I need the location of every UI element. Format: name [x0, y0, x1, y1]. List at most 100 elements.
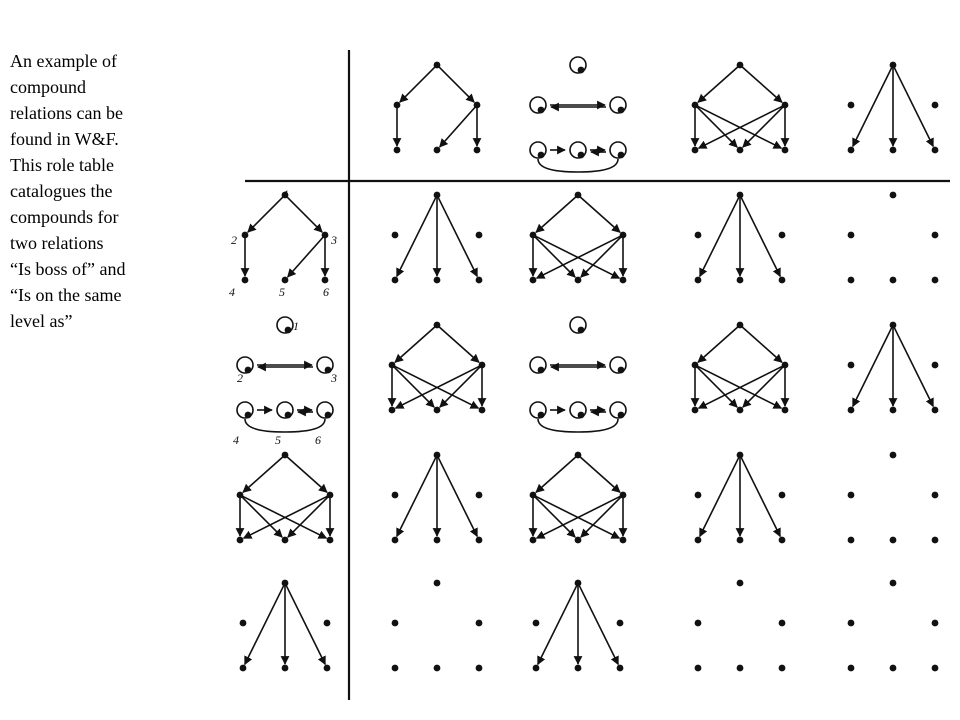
graph-node — [847, 491, 855, 499]
graph-node — [281, 664, 289, 672]
caption-line: compounds for — [10, 207, 119, 227]
graph-node — [475, 619, 483, 627]
graph-node — [393, 146, 401, 154]
node-label: 6 — [315, 433, 321, 447]
cell-dots-all — [847, 191, 939, 284]
graph-node — [736, 61, 744, 69]
graph-node — [433, 276, 441, 284]
graph-node — [244, 366, 252, 374]
node-label: 4 — [229, 285, 235, 299]
row-header-fan — [239, 579, 331, 672]
graph-edge — [438, 326, 480, 363]
graph-node — [473, 146, 481, 154]
caption-line: An example of — [10, 51, 117, 71]
cell-fan — [391, 191, 483, 284]
graph-edge — [439, 366, 481, 408]
graph-node — [284, 411, 292, 419]
graph-node — [241, 231, 249, 239]
graph-edge — [697, 105, 783, 149]
graph-node — [433, 536, 441, 544]
node-label: 3 — [330, 371, 337, 385]
graph-node — [537, 151, 545, 159]
graph-node — [778, 231, 786, 239]
graph-node — [617, 106, 625, 114]
graph-node — [529, 536, 537, 544]
cell-fan — [847, 321, 939, 414]
graph-node — [478, 406, 486, 414]
graph-node — [617, 411, 625, 419]
graph-node — [577, 66, 585, 74]
graph-node — [433, 61, 441, 69]
cell-fan — [694, 451, 786, 544]
graph-node — [324, 411, 332, 419]
graph-node — [847, 536, 855, 544]
graph-edge — [852, 327, 893, 408]
graph-node — [931, 146, 939, 154]
graph-edge — [699, 197, 740, 278]
graph-node — [326, 491, 334, 499]
node-label: 5 — [279, 285, 285, 299]
graph-node — [694, 491, 702, 499]
graph-edge — [241, 496, 283, 538]
cell-dots-bottom — [391, 579, 483, 672]
graph-edge — [286, 196, 323, 233]
row-header-cross — [235, 451, 335, 544]
self-loop — [569, 141, 587, 159]
graph-edge — [399, 66, 436, 103]
graph-edge — [396, 197, 437, 278]
graph-edge — [244, 418, 326, 433]
graph-node — [574, 191, 582, 199]
self-loop — [316, 401, 334, 419]
node-label: 3 — [330, 233, 337, 247]
graph-edge — [697, 66, 739, 103]
graph-edge — [242, 495, 328, 539]
graph-node — [778, 619, 786, 627]
cell-dots-all — [847, 451, 939, 544]
graph-node — [574, 536, 582, 544]
graph-edge — [579, 196, 621, 233]
graph-node — [691, 406, 699, 414]
graph-node — [736, 406, 744, 414]
graph-node — [736, 579, 744, 587]
graph-node — [391, 536, 399, 544]
graph-node — [537, 411, 545, 419]
graph-edge — [393, 366, 435, 408]
graph-node — [931, 276, 939, 284]
graph-edge — [534, 236, 576, 278]
self-loop — [609, 401, 627, 419]
graph-edge — [535, 456, 577, 493]
graph-node — [736, 191, 744, 199]
self-loop — [236, 401, 254, 419]
graph-node — [889, 321, 897, 329]
graph-node — [778, 491, 786, 499]
graph-node — [736, 321, 744, 329]
caption-line: “Is boss of” and — [10, 259, 126, 279]
graph-node — [391, 276, 399, 284]
row-header-level — [236, 316, 334, 433]
graph-node — [736, 276, 744, 284]
graph-edge — [535, 235, 621, 279]
graph-edge — [741, 326, 783, 363]
graph-node — [577, 411, 585, 419]
graph-node — [529, 491, 537, 499]
graph-node — [778, 536, 786, 544]
graph-node — [532, 619, 540, 627]
cell-fan — [532, 579, 624, 672]
self-loop — [529, 141, 547, 159]
graph-node — [577, 151, 585, 159]
graph-node — [691, 146, 699, 154]
graph-node — [475, 231, 483, 239]
node-label: 6 — [323, 285, 329, 299]
graph-node — [236, 491, 244, 499]
graph-node — [736, 146, 744, 154]
caption-line: catalogues the — [10, 181, 113, 201]
graph-node — [889, 536, 897, 544]
graph-node — [537, 366, 545, 374]
graph-node — [847, 406, 855, 414]
graph-node — [475, 276, 483, 284]
graph-node — [781, 406, 789, 414]
graph-node — [323, 619, 331, 627]
graph-node — [391, 664, 399, 672]
cell-dots-all — [847, 579, 939, 672]
graph-node — [321, 276, 329, 284]
